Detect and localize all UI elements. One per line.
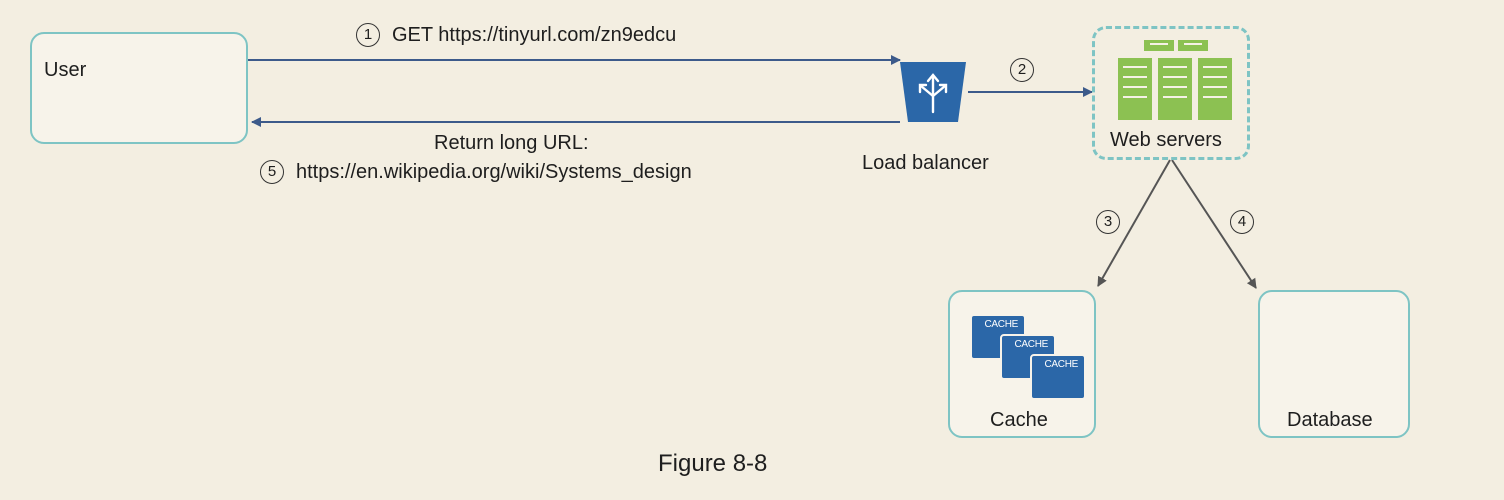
step-1-text: GET https://tinyurl.com/zn9edcu [392, 24, 677, 46]
arrow-web-to-cache [1097, 159, 1171, 287]
database-node [1258, 290, 1410, 438]
load-balancer-label: Load balancer [862, 152, 989, 174]
step-3-badge: 3 [1096, 210, 1120, 234]
step-5-title: Return long URL: [434, 132, 589, 154]
cache-card-label: CACHE [1044, 359, 1078, 370]
step-2-badge: 2 [1010, 58, 1034, 82]
user-node [30, 32, 248, 144]
step-4-badge: 4 [1230, 210, 1254, 234]
step-5-badge: 5 [260, 160, 284, 184]
server-icon [1118, 40, 1232, 120]
database-label: Database [1287, 409, 1373, 431]
web-servers-label: Web servers [1110, 129, 1222, 151]
step-5-url: https://en.wikipedia.org/wiki/Systems_de… [296, 161, 692, 183]
cache-label: Cache [990, 409, 1048, 431]
arrow-web-to-db [1171, 159, 1257, 289]
cache-card-label: CACHE [984, 319, 1018, 330]
cache-card-label: CACHE [1014, 339, 1048, 350]
figure-caption: Figure 8-8 [658, 450, 768, 477]
user-label: User [44, 59, 87, 81]
web-servers-node [1092, 26, 1250, 160]
load-balancer-icon [900, 62, 966, 122]
step-1-badge: 1 [356, 23, 380, 47]
